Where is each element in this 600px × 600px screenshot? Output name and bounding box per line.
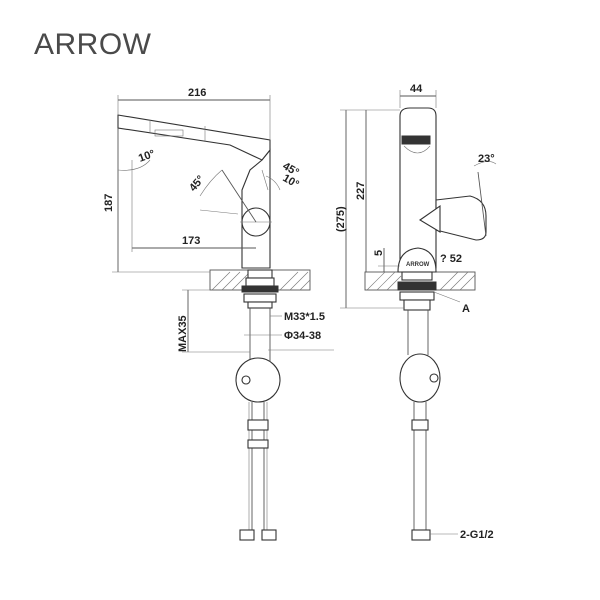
front-hose-end-left — [239, 529, 255, 541]
side-countertop-hatching — [366, 271, 476, 291]
side-base-label: 5 — [373, 250, 385, 256]
front-max-thickness-label: MAX35 — [177, 315, 189, 352]
front-handle-angle-left-label: 45° — [187, 173, 207, 193]
front-height-label: 187 — [103, 194, 115, 212]
front-mounting-nut — [241, 285, 279, 293]
side-base-diameter-label: ? 52 — [440, 253, 462, 265]
side-connector-label: 2-G1/2 — [460, 529, 494, 541]
side-mounting-nut — [397, 281, 437, 291]
side-view: ARROW 44 (275) 227 5 — [335, 83, 497, 541]
side-faucet-body — [399, 107, 437, 269]
side-detail-marker: A — [462, 303, 470, 315]
front-spout-detail — [154, 129, 184, 137]
front-hole-label: Φ34-38 — [284, 330, 321, 342]
side-handle-lever — [477, 171, 487, 237]
front-handle-lever — [221, 169, 257, 223]
front-width-label: 216 — [188, 87, 206, 99]
side-base-dome — [397, 247, 437, 273]
front-reach-label: 173 — [182, 235, 200, 247]
side-hose-connector — [399, 353, 441, 403]
side-spout-width-label: 44 — [410, 83, 423, 95]
side-aerator — [401, 135, 431, 145]
front-view: 216 187 173 10° 45° 45° 10° M33*1.5 Φ34-… — [103, 87, 334, 541]
side-hose-end — [411, 529, 431, 541]
side-height-label: 227 — [355, 182, 367, 200]
front-hose-connector — [235, 357, 281, 403]
front-handle-angle-small-label: 10° — [281, 172, 301, 191]
front-countertop-hatching — [211, 271, 311, 291]
side-handle-angle-label: 23° — [478, 153, 495, 165]
side-base-logo: ARROW — [406, 262, 430, 268]
side-total-height-label: (275) — [335, 206, 347, 232]
side-handle — [435, 195, 487, 241]
front-hose-end-right — [261, 529, 277, 541]
front-thread-label: M33*1.5 — [284, 311, 325, 323]
brand-logo: ARROW — [34, 28, 152, 61]
front-spout-angle-label: 10° — [137, 148, 157, 165]
